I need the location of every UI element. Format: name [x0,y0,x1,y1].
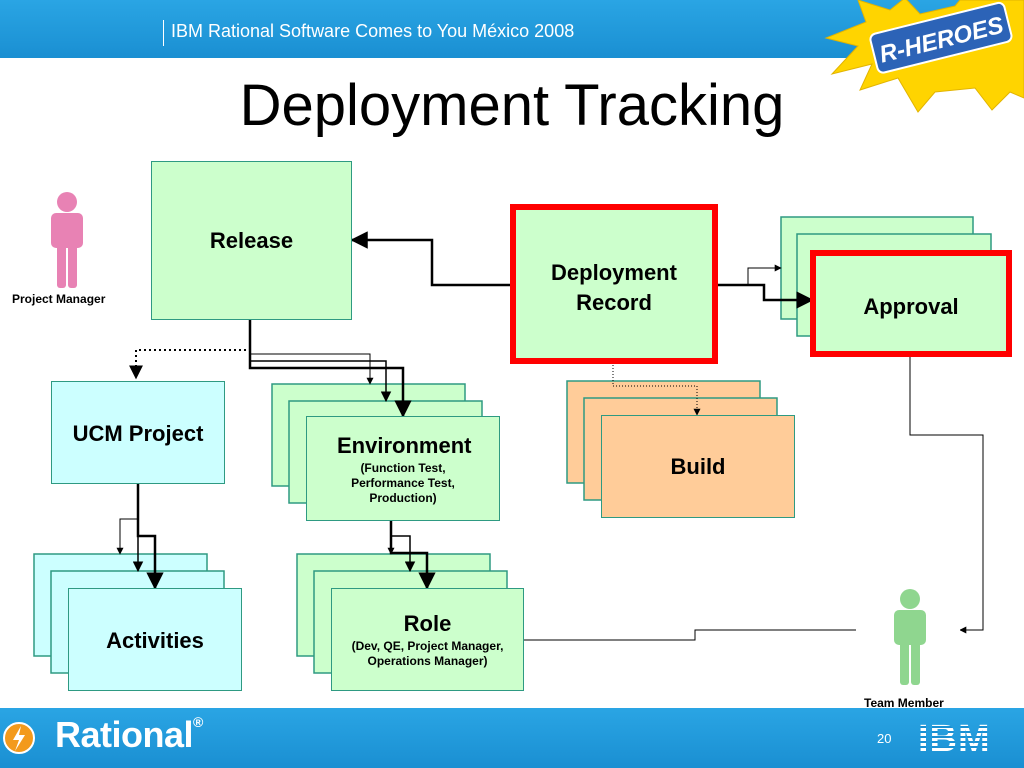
build-label: Build [670,454,726,479]
release-to-ucm-connector [129,349,246,380]
record-to-approval-connector-1 [716,264,782,286]
environment-detail: (Function Test, Performance Test, Produc… [351,461,455,505]
release-to-environment-connector-3 [248,320,412,418]
activities-label: Activities [106,628,204,653]
team-member-label: Team Member [864,696,944,710]
record-to-build-connector [612,362,701,416]
role-node: Role (Dev, QE, Project Manager, Operatio… [331,588,524,691]
environment-label: Environment [337,433,472,458]
project-manager-label: Project Manager [12,292,106,306]
rational-brand: Rational® [55,714,203,756]
ibm-logo: IBM [918,718,991,760]
build-node: Build [601,415,795,518]
environment-node: Environment (Function Test, Performance … [306,416,500,521]
ucm-project-node: UCM Project [51,381,225,484]
team-member-card [856,573,960,715]
rational-registered-mark: ® [193,714,203,730]
role-label: Role [403,611,452,636]
connectors [116,231,984,641]
record-to-approval-connector-2 [716,283,814,309]
approval-label: Approval [863,294,959,319]
deployment-record-node: Deployment Record [510,204,718,364]
rational-logo-icon [3,722,35,754]
ucm-project-label: UCM Project [72,421,204,446]
release-node: Release [151,161,352,320]
activities-node: Activities [68,588,242,691]
footer-bar [0,708,1024,768]
project-manager-icon [51,192,83,288]
page-title: Deployment Tracking [239,73,785,138]
ucm-to-activities-connector-3 [136,484,164,590]
role-to-team-member-connector [523,626,869,641]
r-heroes-badge: R-HEROES [824,0,1024,113]
deployment-record-label: Deployment Record [551,260,677,315]
ucm-to-activities-connector-1 [116,484,139,555]
approval-node: Approval [810,250,1012,357]
release-to-environment-connector-1 [249,320,374,385]
page-number: 20 [877,731,892,746]
header-title: IBM Rational Software Comes to You Méxic… [171,21,575,41]
header-separator [163,20,164,46]
approval-to-team-member-connector [909,356,984,634]
rational-brand-text: Rational [55,714,194,755]
environment-to-role-connector-3 [389,520,436,590]
release-label: Release [209,228,294,253]
role-detail: (Dev, QE, Project Manager, Operations Ma… [351,639,504,668]
record-to-release-connector [350,231,512,287]
